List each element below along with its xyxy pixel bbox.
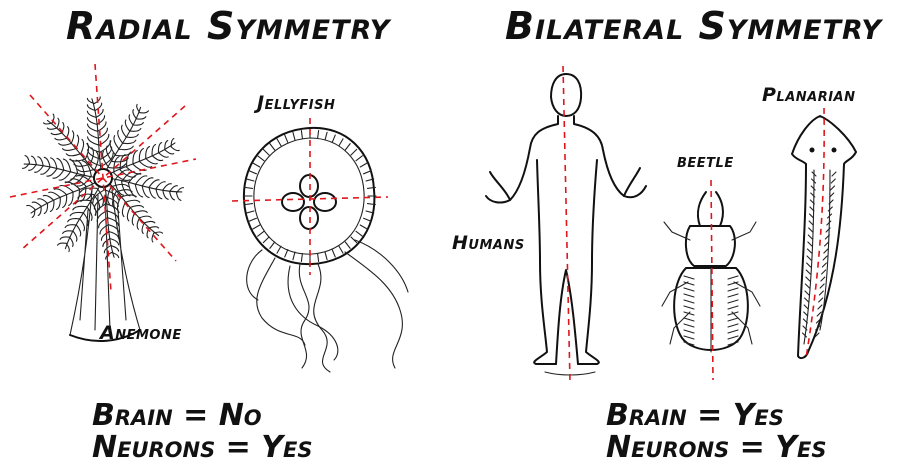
bilateral-symmetry-title: Bilateral Symmetry [505, 4, 882, 48]
human-symmetry-axis [562, 65, 571, 383]
human-illustration [485, 73, 647, 376]
bilateral-summary: Brain = Yes Neurons = Yes [606, 400, 826, 464]
anemone-symmetry-axes [9, 63, 197, 293]
jellyfish-label: Jellyfish [257, 92, 336, 114]
jellyfish-illustration [242, 126, 409, 373]
planarian-symmetry-axis [805, 107, 825, 359]
radial-symmetry-title: Radial Symmetry [66, 4, 391, 48]
planarian-illustration [791, 115, 857, 360]
planarian-label: Planarian [762, 84, 856, 106]
humans-label: Humans [452, 232, 525, 254]
anemone-illustration [21, 96, 185, 342]
radial-brain-text: Brain = No [92, 398, 262, 433]
jellyfish-symmetry-axes [231, 118, 389, 275]
bilateral-brain-text: Brain = Yes [606, 398, 784, 433]
anemone-label: Anemone [100, 322, 182, 344]
radial-summary: Brain = No Neurons = Yes [92, 400, 312, 464]
beetle-label: beetle [677, 150, 734, 172]
bilateral-neurons-text: Neurons = Yes [606, 430, 827, 465]
radial-neurons-text: Neurons = Yes [92, 430, 313, 465]
beetle-illustration [661, 191, 761, 353]
beetle-symmetry-axis [710, 179, 714, 381]
